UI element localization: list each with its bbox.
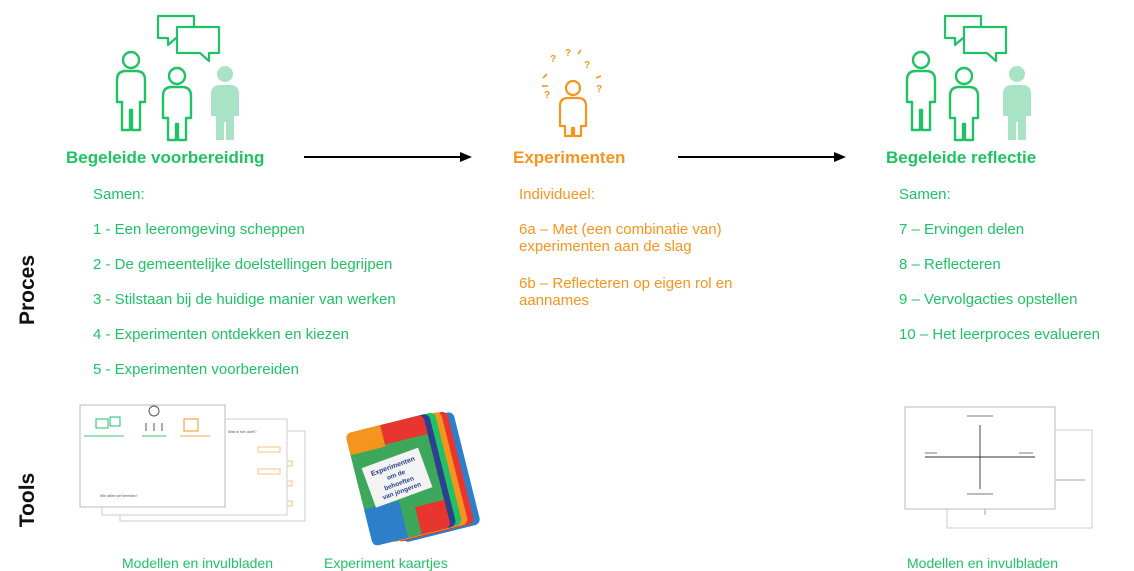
svg-text:?: ? xyxy=(544,90,550,101)
phase-2-step: 6b – Reflecteren op eigen rol en aanname… xyxy=(519,275,733,309)
phase-1-step: 3 - Stilstaan bij de huidige manier van … xyxy=(93,291,396,308)
phase-1-step: 5 - Experimenten voorbereiden xyxy=(93,361,299,378)
phase-3-step: 8 – Reflecteren xyxy=(899,256,1001,273)
phase-1-title: Begeleide voorbereiding xyxy=(66,148,265,167)
arrow-to-reflection xyxy=(678,152,846,162)
worksheets-thumbnail: Wat is het doel? Wie willen we bereiken? xyxy=(79,404,306,522)
tools-label: Tools xyxy=(16,472,39,528)
svg-text:?: ? xyxy=(550,54,556,65)
phase-1-step: 2 - De gemeentelijke doelstellingen begr… xyxy=(93,256,393,273)
phase-3-title: Begeleide reflectie xyxy=(886,148,1037,167)
phase-3-mode: Samen: xyxy=(899,186,951,203)
cards-caption: Experiment kaartjes xyxy=(324,555,448,571)
reflection-worksheets-thumbnail xyxy=(904,406,1093,529)
phase-1-mode: Samen: xyxy=(93,186,145,203)
group-reflection-icon xyxy=(905,14,1031,142)
process-label: Proces xyxy=(16,254,39,326)
phase-2-mode: Individueel: xyxy=(519,186,595,203)
group-discussion-icon xyxy=(115,14,239,142)
phase-3-step: 9 – Vervolgacties opstellen xyxy=(899,291,1078,308)
phase-1-step: 4 - Experimenten ontdekken en kiezen xyxy=(93,326,349,343)
left-tools-caption: Modellen en invulbladen xyxy=(122,555,273,571)
svg-text:?: ? xyxy=(565,48,571,59)
phase-3-step: 7 – Ervingen delen xyxy=(899,221,1025,238)
phase-3-step: 10 – Het leerproces evalueren xyxy=(899,326,1100,343)
arrow-to-experiments xyxy=(304,152,472,162)
worksheet-footer: Wie willen we bereiken? xyxy=(100,494,138,498)
worksheet-question: Wat is het doel? xyxy=(228,429,257,434)
right-tools-caption: Modellen en invulbladen xyxy=(907,555,1058,571)
svg-text:?: ? xyxy=(584,60,590,71)
svg-text:?: ? xyxy=(596,84,602,95)
thinking-person-icon: ? ? ? ? ? xyxy=(542,48,602,138)
experiment-cards-thumbnail: Experimenten om de behoeften van jongere… xyxy=(346,411,480,546)
phase-1-step: 1 - Een leeromgeving scheppen xyxy=(93,221,305,238)
phase-2-step: 6a – Met (een combinatie van) experiment… xyxy=(519,221,722,255)
phase-2-title: Experimenten xyxy=(513,148,626,167)
